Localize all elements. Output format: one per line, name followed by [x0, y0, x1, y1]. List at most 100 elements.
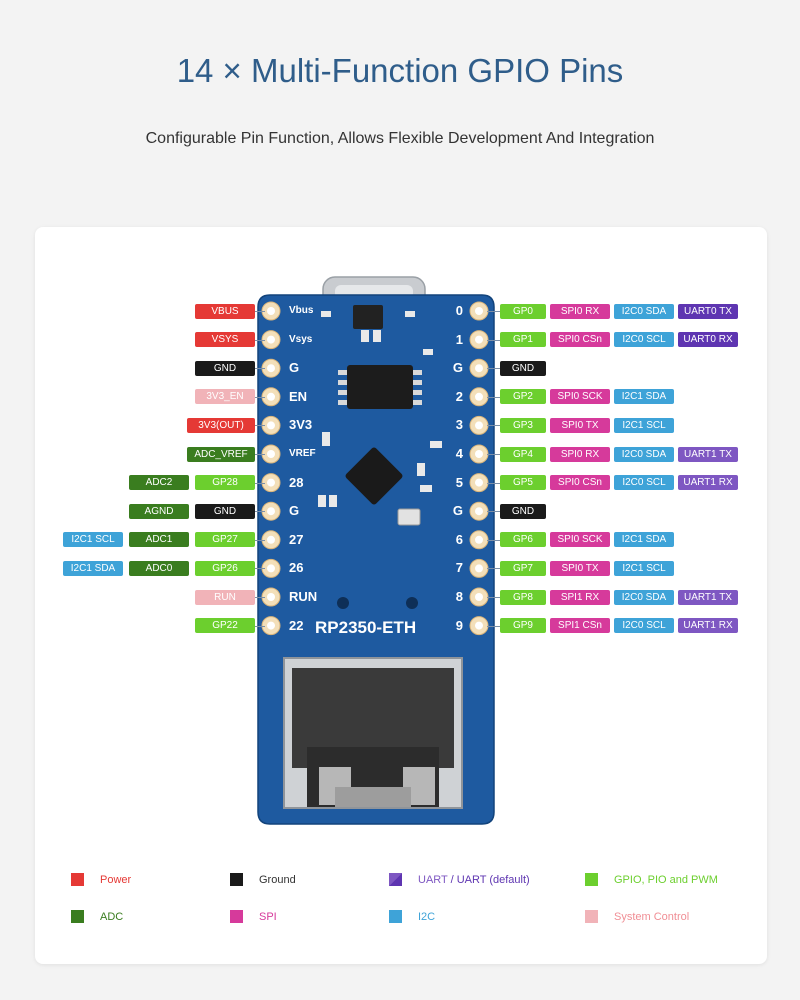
pin-function-label: SPI0 TX: [550, 417, 610, 433]
board-name: RP2350-ETH: [315, 618, 417, 637]
pin-function-label: GND: [195, 360, 255, 376]
pin-hole: [475, 535, 483, 544]
pin-hole: [267, 564, 275, 573]
pin-function-label: SPI0 CSn: [550, 332, 610, 348]
pin-hole: [475, 421, 483, 430]
connector-line: [255, 482, 265, 484]
connector-line: [255, 396, 265, 398]
pin-function-label: VSYS: [195, 332, 255, 348]
pin-function-label: UART1 RX: [678, 618, 738, 634]
board-pin-label: 6: [455, 531, 463, 547]
legend-label: GPIO, PIO and PWM: [614, 874, 718, 886]
pin-function-label: UART0 TX: [678, 303, 738, 319]
board-pin-label: 1: [455, 331, 463, 347]
board-pin-label: EN: [289, 388, 308, 404]
pin-hole: [267, 535, 275, 544]
pin-hole: [267, 450, 275, 458]
connector-line: [487, 597, 500, 598]
connector-line: [255, 311, 265, 312]
pin-hole: [267, 507, 275, 516]
pin-hole: [475, 564, 483, 573]
legend-swatch: [71, 873, 84, 886]
mcu-chip: [345, 447, 403, 505]
pin-function-label: I2C1 SCL: [614, 417, 674, 433]
pin-function-label: UART1 TX: [678, 589, 738, 605]
pin-function-label: I2C0 SCL: [614, 475, 674, 491]
pin-function-label: GP1: [500, 332, 546, 348]
board-pin-label: 3: [455, 417, 463, 433]
board-pin-label: VREF: [289, 448, 316, 459]
pin-function-label: GP3: [500, 417, 546, 433]
pin-function-label: SPI0 TX: [550, 560, 610, 576]
pin-function-label: I2C0 SDA: [614, 589, 674, 605]
pin-function-label: UART1 TX: [678, 446, 738, 462]
board-pin-label: 5: [455, 474, 463, 490]
pin-hole: [267, 593, 275, 601]
pin-hole: [475, 307, 483, 315]
pin-function-label: I2C1 SDA: [614, 389, 674, 405]
pin-function-label: GP28: [195, 475, 255, 491]
connector-line: [487, 568, 500, 570]
pin-function-label: SPI0 SCK: [550, 389, 610, 405]
pin-function-label: ADC1: [129, 532, 189, 548]
connector-line: [487, 311, 500, 312]
connector-line: [487, 539, 500, 541]
connector-line: [487, 625, 500, 627]
board-pin-label: 22: [289, 617, 304, 633]
pin-function-label: GP27: [195, 532, 255, 548]
pin-function-label: SPI0 RX: [550, 303, 610, 319]
connector-line: [487, 396, 500, 398]
pin-function-label: GND: [500, 503, 546, 519]
connector-line: [487, 339, 500, 341]
pin-function-label: I2C0 SCL: [614, 618, 674, 634]
pin-hole: [475, 621, 483, 630]
board-pin-label: 3V3: [289, 417, 313, 433]
legend-label: System Control: [614, 911, 690, 923]
board-pin-label: RUN: [289, 589, 318, 604]
pin-function-label: SPI0 RX: [550, 446, 610, 462]
board-pin-label: 27: [289, 531, 304, 547]
connector-line: [487, 368, 500, 370]
board-pin-label: G: [452, 360, 463, 376]
pin-function-label: GP2: [500, 389, 546, 405]
pin-function-label: GP9: [500, 618, 546, 634]
connector-line: [255, 454, 265, 455]
page-subtitle: Configurable Pin Function, Allows Flexib…: [145, 130, 655, 147]
connector-line: [487, 454, 500, 455]
pin-function-label: I2C1 SDA: [63, 560, 123, 576]
board-pin-label: 28: [289, 474, 304, 490]
pin-function-label: GP22: [195, 618, 255, 634]
board-pin-label: 8: [455, 589, 463, 604]
pin-hole: [267, 307, 275, 315]
pin-function-label: UART1 RX: [678, 475, 738, 491]
pin-hole: [267, 392, 275, 401]
board-pin-label: 0: [455, 303, 463, 318]
pin-function-label: GP8: [500, 589, 546, 605]
connector-line: [255, 568, 265, 570]
pin-function-label: I2C1 SDA: [614, 532, 674, 548]
pin-function-label: SPI0 CSn: [550, 475, 610, 491]
connector-line: [487, 482, 500, 484]
pin-hole: [475, 364, 483, 373]
page-title: 14 × Multi-Function GPIO Pins: [176, 52, 624, 89]
crystal: [397, 508, 421, 526]
pin-function-label: GND: [195, 503, 255, 519]
legend-label: Ground: [259, 874, 296, 886]
pin-function-label: VBUS: [195, 303, 255, 319]
board-pin-label: Vbus: [289, 305, 314, 316]
legend-label: ADC: [100, 911, 124, 923]
board-pin-label: 26: [289, 560, 304, 576]
pin-hole: [475, 593, 483, 601]
pin-function-label: I2C1 SCL: [63, 532, 123, 548]
pin-function-label: RUN: [195, 589, 255, 605]
board-illustration: [257, 276, 495, 825]
pin-hole: [475, 392, 483, 401]
board-pin-label: G: [452, 503, 463, 519]
pin-function-label: GP5: [500, 475, 546, 491]
pin-function-label: UART0 RX: [678, 332, 738, 348]
pin-function-label: SPI1 RX: [550, 589, 610, 605]
pin-function-label: 3V3(OUT): [187, 417, 255, 433]
board-pin-label: G: [289, 360, 300, 376]
connector-line: [255, 425, 265, 427]
pin-hole: [267, 621, 275, 630]
